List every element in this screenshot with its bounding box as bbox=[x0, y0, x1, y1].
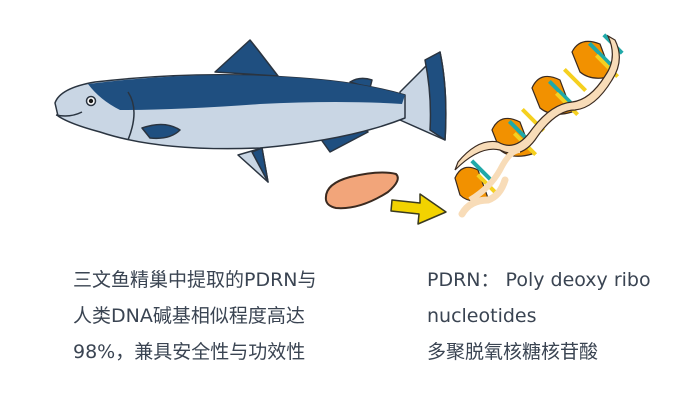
milt-sac-icon bbox=[324, 171, 399, 210]
caption-right-line: nucleotides bbox=[427, 305, 537, 327]
caption-salmon-pdrn: 三文鱼精巢中提取的PDRN与 人类DNA碱基相似程度高达 98%，兼具安全性与功… bbox=[73, 262, 317, 370]
salmon-to-dna-illustration bbox=[54, 33, 624, 225]
caption-right-line: PDRN： Poly deoxy ribo bbox=[427, 269, 651, 291]
dna-helix-icon bbox=[454, 33, 624, 218]
salmon-fish-icon bbox=[54, 39, 447, 183]
caption-left-line: 人类DNA碱基相似程度高达 bbox=[73, 305, 305, 327]
caption-pdrn-definition: PDRN： Poly deoxy ribo nucleotides 多聚脱氧核糖… bbox=[427, 262, 651, 370]
caption-left-line: 98%，兼具安全性与功效性 bbox=[73, 341, 306, 363]
caption-right-line: 多聚脱氧核糖核苷酸 bbox=[427, 341, 599, 363]
arrow-right-icon bbox=[390, 193, 447, 225]
caption-left-line: 三文鱼精巢中提取的PDRN与 bbox=[73, 269, 317, 291]
